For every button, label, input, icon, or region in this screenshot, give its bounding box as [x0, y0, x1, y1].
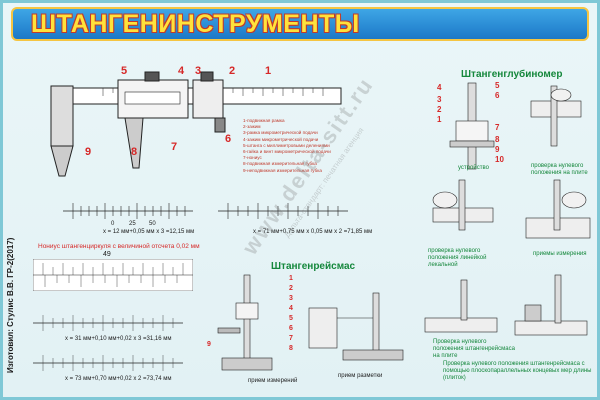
depth-callout-7: 7	[495, 123, 500, 132]
caliper-callout-4: 4	[178, 65, 185, 77]
depth-ruler-check-drawing	[432, 179, 494, 231]
caliper-callout-2: 2	[229, 65, 236, 77]
caliper-callout-9: 9	[85, 146, 92, 158]
height-callout-4: 4	[289, 305, 293, 312]
legend-item: 5-штанга с миллиметровыми делениями	[243, 142, 330, 148]
legend-item: 9-неподвижная измерительная губка	[243, 167, 322, 173]
caliper-callout-7: 7	[171, 141, 178, 153]
height-callout-7: 7	[289, 335, 293, 342]
vernier-scale-4	[33, 315, 183, 331]
height-marking-drawing	[308, 292, 404, 361]
depth-caption-device: устройство	[458, 165, 489, 171]
height-caption-blocks-check: Проверка нулевого положения штангенрейсм…	[443, 361, 592, 382]
depth-callout-9: 9	[495, 145, 500, 154]
legend-item: 4-зажим микрометрической подачи	[243, 136, 319, 142]
depth-gauge-device-drawing	[449, 82, 495, 170]
reading-4: x = 73 мм+0,70 мм+0,02 x 2 =73,74 мм	[65, 376, 172, 382]
vernier-scale-1	[63, 203, 193, 219]
title-banner: ШТАНГЕНИНСТРУМЕНТЫ	[11, 7, 589, 41]
caliper-callout-1: 1	[265, 65, 272, 77]
vernier-scale-3	[33, 259, 193, 291]
legend-item: 6-гайка и винт микрометрической подачи	[243, 148, 331, 154]
legend-item: 1-подвижная рамка	[243, 118, 285, 123]
height-callout-3: 3	[289, 295, 293, 302]
depth-callout-3: 3	[437, 95, 442, 104]
height-caption-marking: прием разметки	[338, 373, 383, 379]
caliper-legend: 1-подвижная рамка 2-зажим 3-рамка микром…	[243, 118, 331, 174]
reading-1: x = 12 мм+0,05 мм x 3 =12,15 мм	[103, 229, 195, 235]
depth-callout-8: 8	[495, 135, 500, 144]
reading-3: x = 31 мм+0,10 мм+0,02 x 3 =31,16 мм	[65, 336, 172, 342]
author-credit: Изготовил: Стулис В.В. ГР-2(2017)	[6, 237, 15, 373]
caliper-callout-8: 8	[131, 146, 138, 158]
height-gauge-blocks-drawing	[514, 274, 588, 336]
depth-zero-check-drawing	[530, 85, 582, 147]
vernier-scale-5	[33, 355, 183, 371]
tick-label: 50	[149, 221, 156, 227]
height-plate-check-drawing	[424, 279, 498, 333]
depth-callout-6: 6	[495, 91, 500, 100]
height-callout-2: 2	[289, 285, 293, 292]
height-callout-8: 8	[289, 345, 293, 352]
depth-callout-5: 5	[495, 81, 500, 90]
height-gauge-device-drawing	[217, 274, 273, 371]
legend-item: 2-зажим	[243, 124, 261, 130]
depth-measure-drawing	[525, 179, 591, 239]
reading-2: x = 71 мм+0,75 мм x 0,05 мм x 2 =71,85 м…	[253, 229, 373, 235]
vernier-scale-2	[218, 203, 348, 219]
caliper-callout-6: 6	[225, 133, 232, 145]
vernier-title: Нониус штангенциркуля с величиной отсчет…	[38, 243, 200, 250]
depth-caption-ruler-check: проверка нулевого положения линейкой лек…	[428, 248, 487, 269]
depth-gauge-title: Штангенглубиномер	[461, 69, 563, 80]
depth-callout-4: 4	[437, 83, 442, 92]
height-gauge-title: Штангенрейсмас	[271, 261, 356, 272]
caliper-callout-5: 5	[121, 65, 128, 77]
height-callout-9: 9	[207, 341, 211, 348]
tick-label: 25	[129, 221, 136, 227]
height-caption-measure: прием измерений	[248, 378, 298, 384]
legend-item: 3-рамка микрометрической подачи	[243, 130, 318, 136]
depth-callout-2: 2	[437, 105, 442, 114]
depth-caption-measure: приемы измерения	[533, 251, 587, 257]
tick-label: 0	[111, 221, 115, 227]
depth-callout-1: 1	[437, 115, 442, 124]
depth-callout-10: 10	[495, 155, 504, 164]
legend-item: 7-нониус	[243, 155, 262, 161]
page-title: ШТАНГЕНИНСТРУМЕНТЫ	[31, 9, 360, 38]
caliper-diagram	[50, 71, 342, 177]
vernier-value: 49	[103, 251, 111, 258]
height-callout-6: 6	[289, 325, 293, 332]
height-callout-1: 1	[289, 275, 293, 282]
legend-item: 8-подвижная измерительная губка	[243, 161, 317, 167]
height-callout-5: 5	[289, 315, 293, 322]
depth-caption-plate-check: проверка нулевого положения на плите	[531, 163, 588, 177]
height-caption-plate-check: Проверка нулевого положения штангенрейсм…	[433, 339, 515, 360]
caliper-callout-3: 3	[195, 65, 202, 77]
